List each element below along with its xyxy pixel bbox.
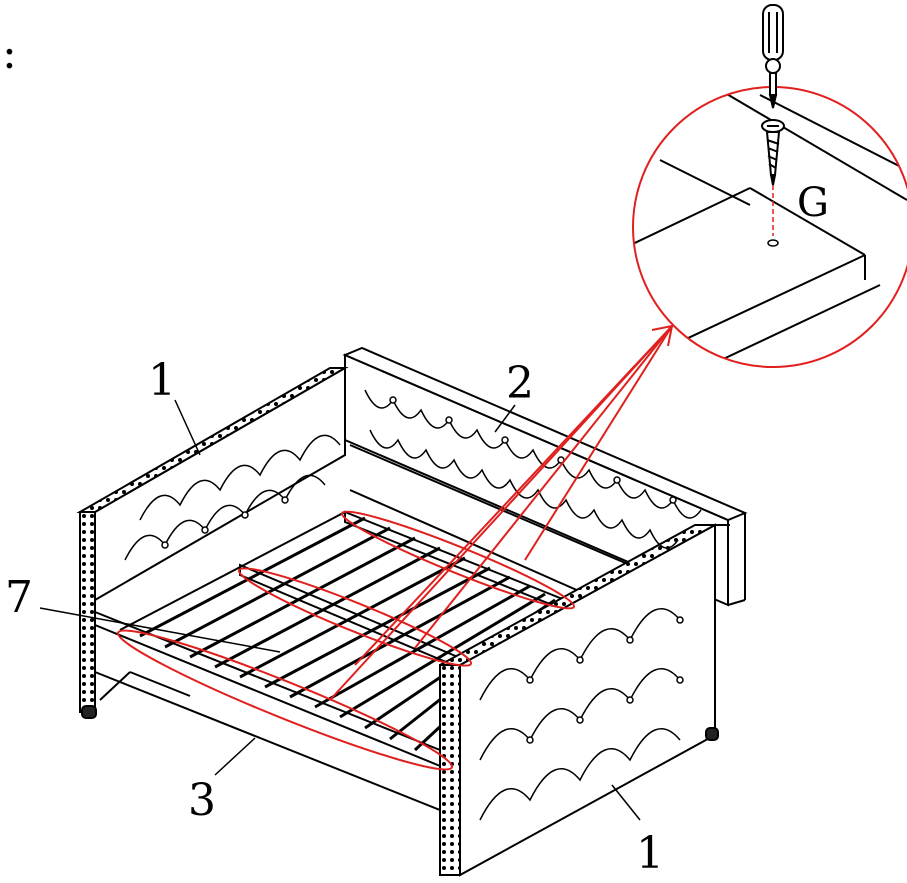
highlight-back-rail <box>340 510 576 610</box>
back-panel <box>342 346 748 641</box>
tufting-pattern <box>124 389 702 821</box>
leader-lines <box>39 399 641 821</box>
label-slats: 7 <box>5 572 33 623</box>
label-screw: G <box>797 180 829 226</box>
tufting-buttons <box>161 396 684 744</box>
label-side-panel-left: 1 <box>148 355 176 406</box>
side-panel-left <box>76 366 349 719</box>
label-back-panel: 2 <box>506 358 534 409</box>
pilot-hole <box>767 239 779 247</box>
highlight-front-rail <box>116 629 454 771</box>
screwdriver-icon <box>762 4 784 109</box>
corner-mark: : <box>2 28 17 79</box>
highlight-loops <box>116 510 576 771</box>
label-side-panel-right: 1 <box>636 828 664 879</box>
slat-set <box>139 516 567 752</box>
highlight-center-rail <box>237 567 473 667</box>
label-front-rail: 3 <box>188 775 216 826</box>
callout-arrows <box>329 324 674 701</box>
screw-icon <box>761 119 785 186</box>
